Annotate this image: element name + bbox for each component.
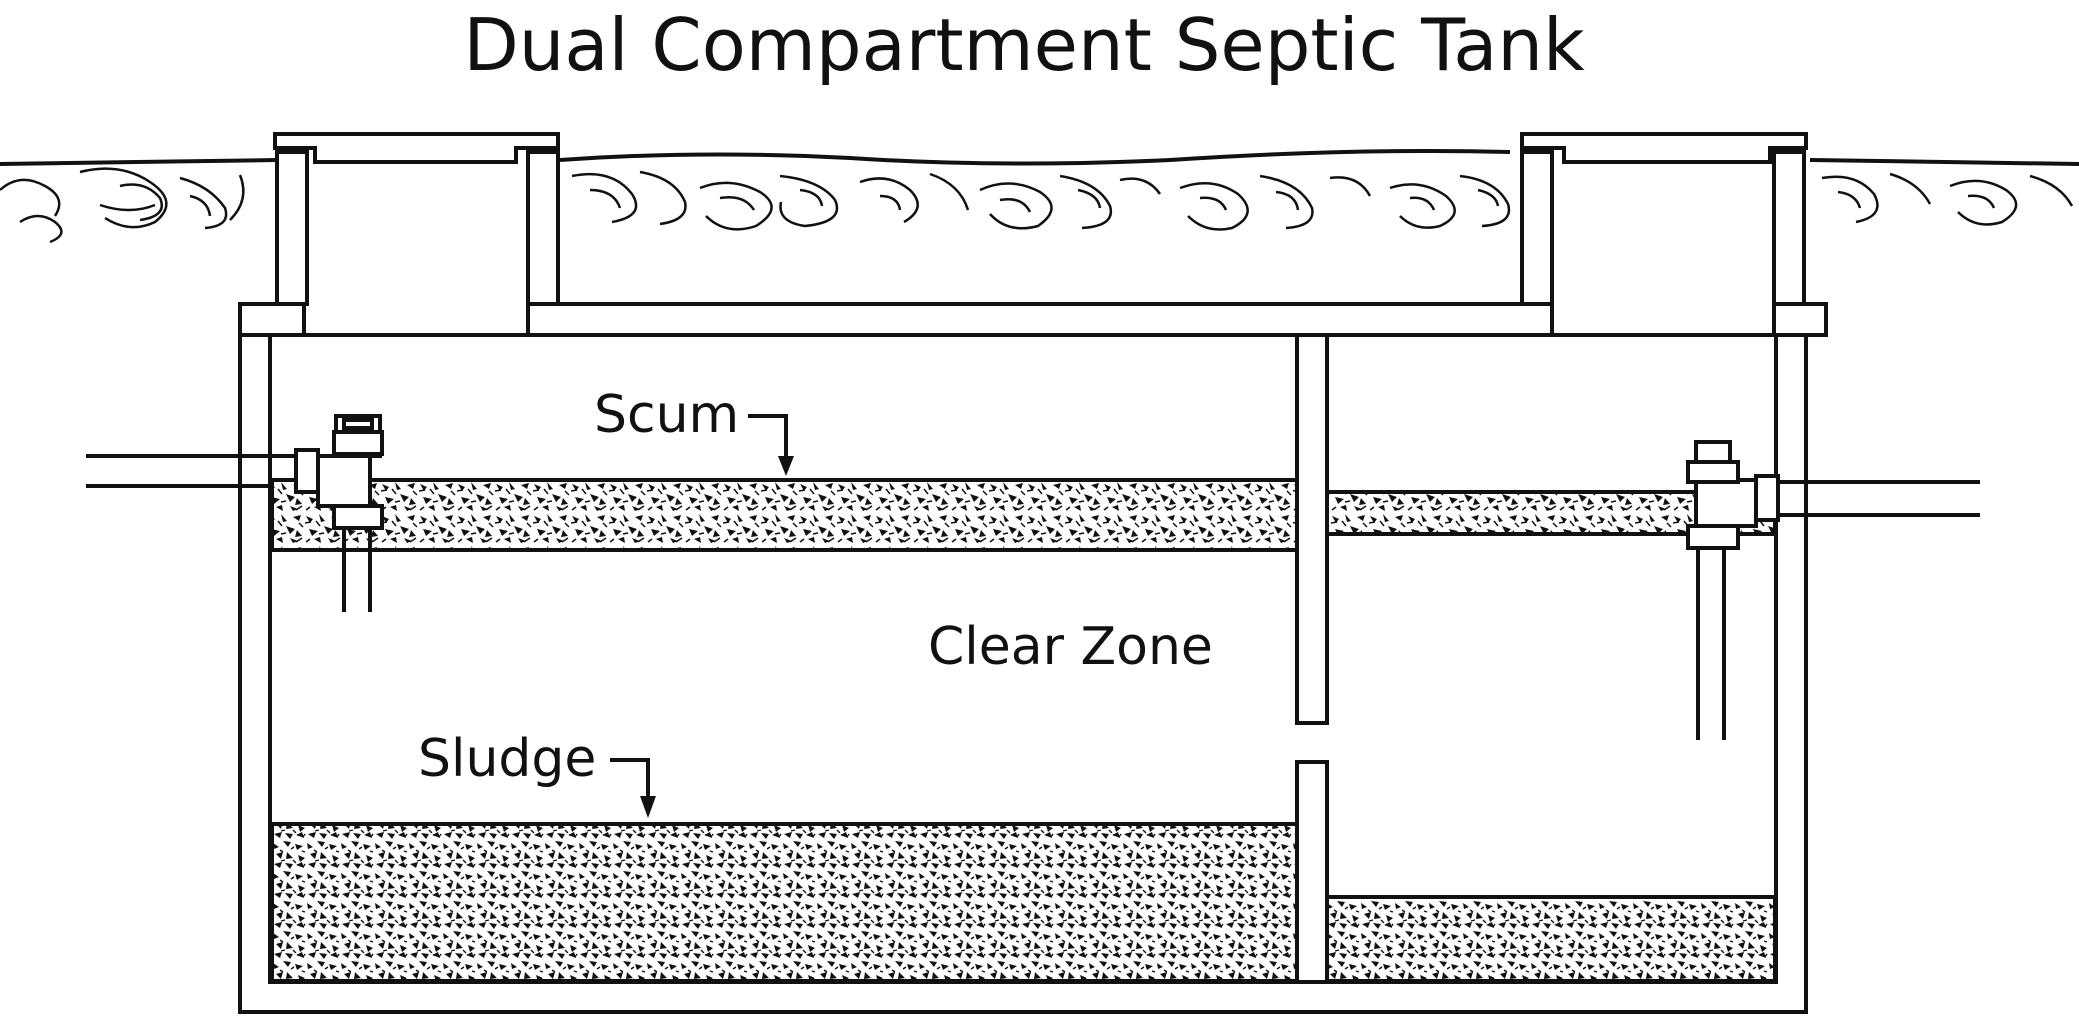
scum-layer-left: [270, 478, 1299, 552]
sludge-arrowhead: [640, 796, 656, 818]
tank-top-slab: [526, 302, 1554, 337]
clear-zone-label: Clear Zone: [928, 617, 1213, 677]
sludge-label: Sludge: [418, 729, 596, 789]
outlet-pipe: [1686, 440, 1980, 740]
right-riser: [1520, 132, 1808, 306]
scum-arrowhead: [778, 456, 794, 476]
baffle-wall-upper: [1295, 333, 1329, 725]
left-roof-ledge: [238, 302, 306, 337]
inlet-pipe: [86, 414, 384, 612]
right-roof-ledge: [1772, 302, 1828, 337]
diagram-title: Dual Compartment Septic Tank: [463, 3, 1585, 87]
sludge-layer-left: [270, 822, 1299, 983]
sludge-layer-right: [1325, 895, 1777, 983]
sludge-leader-line: [610, 758, 650, 800]
scum-leader-line: [748, 414, 788, 460]
scum-label: Scum: [594, 385, 739, 445]
soil-texture: [0, 167, 2074, 244]
ground-surface: [0, 149, 2079, 166]
left-riser: [273, 132, 560, 306]
baffle-wall-lower: [1295, 760, 1329, 984]
